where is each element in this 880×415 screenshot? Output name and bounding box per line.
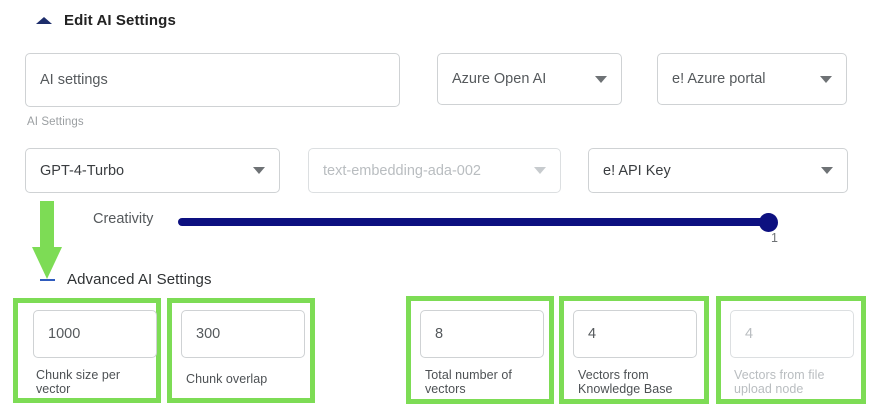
vectors-file-upload-input[interactable]: 4 [730,310,854,358]
vectors-knowledge-base-input[interactable]: 4 [573,310,697,358]
vectors-knowledge-base-label: Vectors from Knowledge Base [578,368,673,396]
arrow-head [32,247,62,279]
vectors-file-upload-value: 4 [745,326,754,342]
edit-ai-settings-title: Edit AI Settings [64,12,176,29]
portal-select[interactable]: e! Azure portal [657,53,847,105]
chunk-size-label: Chunk size per vector [36,368,121,396]
provider-select[interactable]: Azure Open AI [437,53,622,105]
highlight-box-vectors-file-upload [716,296,866,404]
model-select[interactable]: GPT-4-Turbo [25,148,280,193]
portal-select-value: e! Azure portal [672,71,766,87]
chevron-down-icon[interactable] [534,167,546,174]
chevron-down-icon[interactable] [820,75,832,83]
creativity-slider[interactable] [178,213,778,236]
total-vectors-label: Total number of vectors [425,368,512,396]
arrow-shaft [40,201,54,249]
minus-icon[interactable] [40,278,55,281]
vectors-file-upload-label: Vectors from file upload node [734,368,825,396]
highlight-box-total-vectors [406,296,554,404]
advanced-ai-settings-title: Advanced AI Settings [67,271,212,288]
creativity-slider-thumb[interactable] [759,213,778,232]
chunk-overlap-label: Chunk overlap [186,372,268,386]
chunk-size-value: 1000 [48,326,81,342]
credential-select-value: e! API Key [603,162,671,179]
down-arrow-annotation [31,201,63,281]
creativity-slider-track[interactable] [178,218,770,226]
vectors-knowledge-base-value: 4 [588,326,597,342]
chevron-down-icon[interactable] [595,75,607,83]
highlight-box-vectors-knowledge-base [559,296,709,404]
provider-select-value: Azure Open AI [452,71,547,87]
chunk-overlap-value: 300 [196,326,221,342]
embedding-model-select-value: text-embedding-ada-002 [323,162,481,179]
ai-settings-name-input[interactable]: AI settings [25,53,400,107]
embedding-model-select[interactable]: text-embedding-ada-002 [308,148,561,193]
creativity-label: Creativity [93,211,154,227]
highlight-box-chunk-size [13,298,161,403]
chunk-size-input[interactable]: 1000 [33,310,157,358]
total-vectors-value: 8 [435,326,444,342]
chevron-down-icon[interactable] [821,167,833,174]
total-vectors-input[interactable]: 8 [420,310,544,358]
advanced-ai-settings-header[interactable]: Advanced AI Settings [40,271,212,288]
highlight-box-chunk-overlap [167,298,315,403]
chunk-overlap-input[interactable]: 300 [181,310,305,358]
credential-select[interactable]: e! API Key [588,148,848,193]
creativity-value: 1 [771,231,778,245]
ai-settings-name-helper: AI Settings [27,116,84,128]
model-select-value: GPT-4-Turbo [40,162,125,179]
edit-ai-settings-header[interactable]: Edit AI Settings [36,12,176,29]
ai-settings-name-value: AI settings [40,72,108,88]
triangle-up-icon[interactable] [36,17,52,24]
chevron-down-icon[interactable] [253,167,265,174]
